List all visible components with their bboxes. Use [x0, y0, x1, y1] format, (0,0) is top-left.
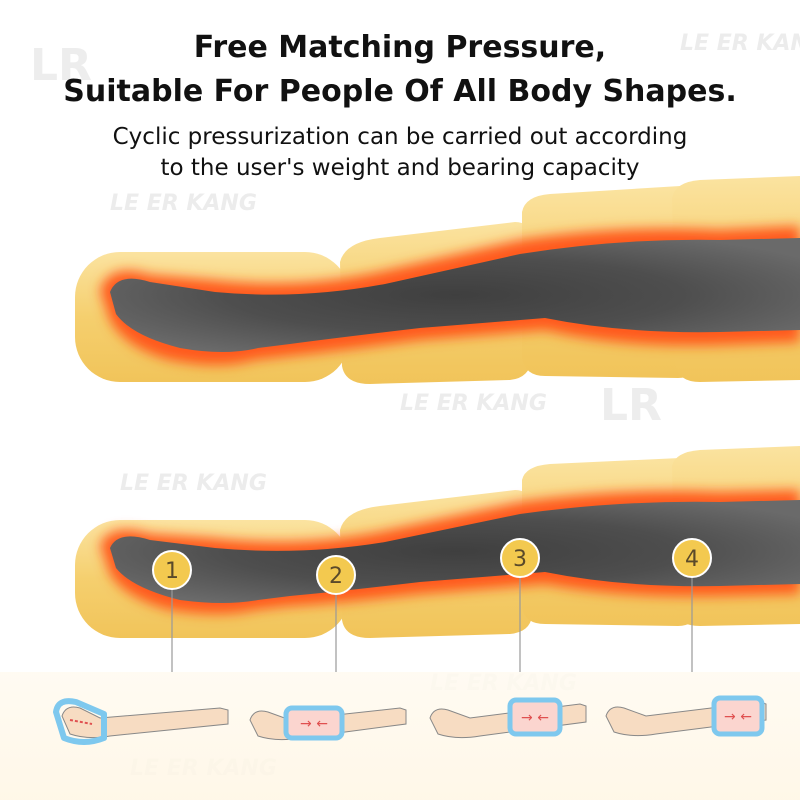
watermark-text: LE ER KANG — [400, 391, 547, 416]
headline-line-2: Suitable For People Of All Body Shapes. — [63, 74, 737, 109]
watermark-text: LE ER KANG — [680, 31, 800, 56]
svg-text:3: 3 — [513, 547, 527, 572]
svg-text:4: 4 — [685, 547, 699, 572]
svg-text:→ ←: → ← — [724, 709, 752, 725]
svg-text:→ ←: → ← — [300, 716, 328, 732]
zone-marker-1: 1 — [152, 550, 192, 590]
watermark-text: LE ER KANG — [110, 191, 257, 216]
mini-leg-stage-1 — [53, 698, 229, 745]
mini-sleeve-active — [53, 698, 107, 745]
mini-sleeve-active — [711, 695, 765, 737]
leg-shape — [110, 238, 800, 352]
watermark-logo: LR — [30, 40, 92, 91]
subheading-line-1: Cyclic pressurization can be carried out… — [112, 124, 688, 150]
leg-illustration-bottom: 1 2 3 4 — [75, 446, 800, 672]
mini-leg-stage-4: → ← — [605, 695, 767, 737]
watermark-text: LE ER KANG — [120, 471, 267, 496]
mini-sleeve-active — [283, 705, 345, 741]
mini-leg-stage-3: → ← — [429, 697, 587, 739]
mini-diagram-band — [0, 672, 800, 800]
svg-text:1: 1 — [165, 559, 179, 584]
zone-marker-3: 3 — [500, 538, 540, 578]
zone-marker-4: 4 — [672, 538, 712, 578]
mini-leg-stage-2: → ← — [249, 705, 407, 741]
mini-sleeve-active — [507, 697, 563, 737]
subheading-line-2: to the user's weight and bearing capacit… — [160, 155, 640, 181]
svg-text:→ ←: → ← — [521, 710, 549, 726]
headline-line-1: Free Matching Pressure, — [193, 30, 607, 65]
leg-shape — [110, 500, 800, 603]
watermark-logo: LR — [600, 380, 662, 431]
svg-text:2: 2 — [329, 564, 343, 589]
leg-illustration-top — [75, 176, 800, 384]
zone-marker-2: 2 — [316, 555, 356, 595]
